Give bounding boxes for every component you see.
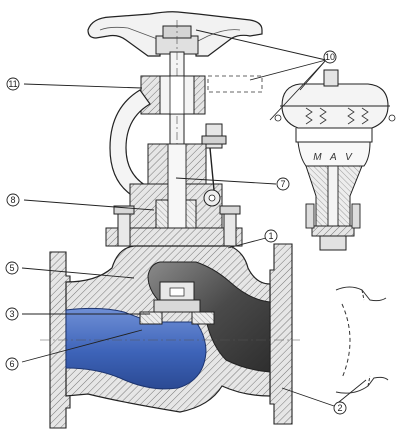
handwheel <box>87 11 263 57</box>
callout-2: 2 <box>333 401 347 415</box>
valve-seat <box>139 311 215 325</box>
actuator-label: M A V <box>313 152 354 163</box>
leader-lines <box>21 29 367 407</box>
callout-7: 7 <box>276 177 290 191</box>
position-indicator-outline <box>207 75 263 93</box>
callout-10: 10 <box>323 50 337 64</box>
svg-text:8: 8 <box>10 195 15 205</box>
callout-6: 6 <box>5 357 19 371</box>
pneumatic-actuator <box>274 69 396 251</box>
svg-text:5: 5 <box>9 263 14 273</box>
callout-3: 3 <box>5 307 19 321</box>
outlet-pipe-sketch <box>335 286 389 394</box>
callout-11: 11 <box>6 77 20 91</box>
svg-text:11: 11 <box>8 79 17 89</box>
svg-text:10: 10 <box>325 52 335 62</box>
callout-8: 8 <box>6 193 20 207</box>
svg-text:2: 2 <box>337 403 342 413</box>
callout-5: 5 <box>5 261 19 275</box>
callout-1: 1 <box>264 229 278 243</box>
svg-text:1: 1 <box>268 231 273 241</box>
svg-text:3: 3 <box>9 309 14 319</box>
gland-adjuster <box>201 123 227 207</box>
valve-plug <box>153 281 201 313</box>
svg-text:6: 6 <box>9 359 14 369</box>
yoke-nut <box>140 75 206 115</box>
svg-text:7: 7 <box>280 179 285 189</box>
inlet-flow-passage <box>65 307 207 390</box>
